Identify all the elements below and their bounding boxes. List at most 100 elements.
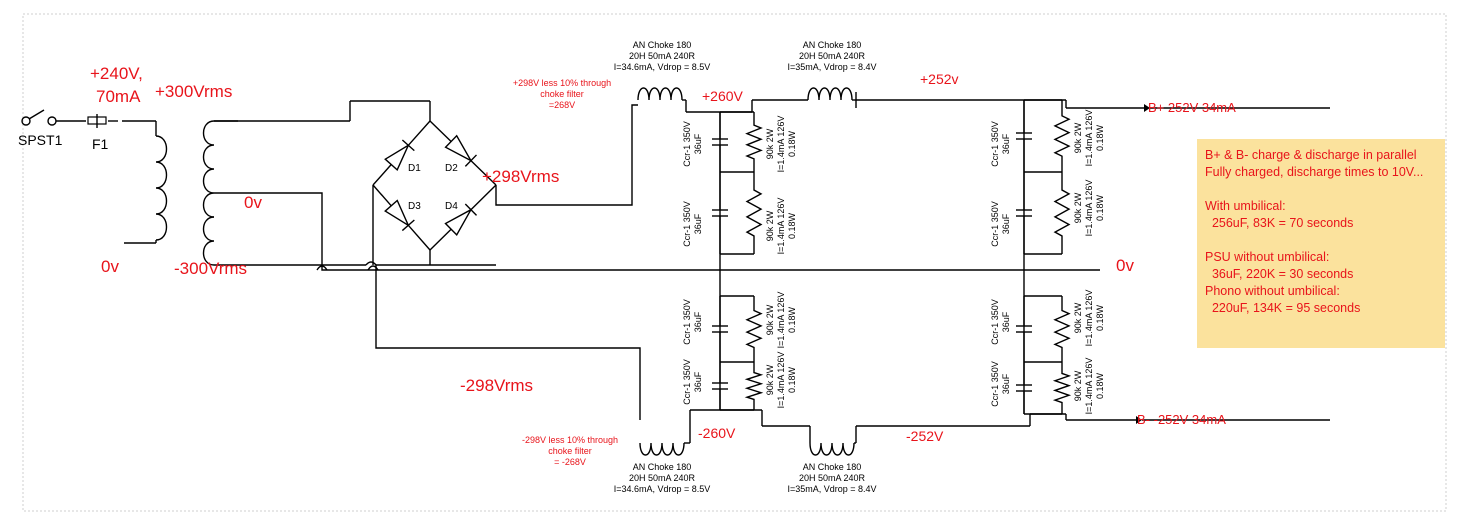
- note-filter-negative-line: choke filter: [548, 446, 592, 456]
- note-line: [1205, 232, 1445, 249]
- label-resistor-line: 0.18W: [787, 366, 797, 393]
- label-secondary-positive: +300Vrms: [155, 82, 232, 101]
- label-mains-current: 70mA: [96, 87, 141, 106]
- switch-spst1: [21, 109, 86, 126]
- label-choke-bottom-1-line: I=34.6mA, Vdrop = 8.5V: [614, 484, 711, 494]
- label-resistor-line: 90k 2W: [765, 128, 775, 159]
- label-choke-bottom-1-line: 20H 50mA 240R: [629, 473, 696, 483]
- label-ground: 0v: [1116, 256, 1134, 275]
- label-secondary-ct: 0v: [244, 193, 262, 212]
- label-choke-top-2-line: I=35mA, Vdrop = 8.4V: [787, 62, 876, 72]
- label-rect-negative: -298Vrms: [460, 376, 533, 395]
- label-choke-top-2-line: AN Choke 180: [803, 40, 862, 50]
- fuse-f1: [87, 114, 157, 136]
- label-capacitor-line: 36uF: [693, 311, 703, 332]
- label-choke-top-1-line: 20H 50mA 240R: [629, 51, 696, 61]
- label-capacitor-line: Ccr-1 350V: [682, 299, 692, 345]
- label-choke-top-1-line: I=34.6mA, Vdrop = 8.5V: [614, 62, 711, 72]
- note-line: 256uF, 83K = 70 seconds: [1205, 216, 1354, 230]
- label-resistor-line: 90k 2W: [765, 364, 775, 395]
- note-line: With umbilical:: [1205, 199, 1286, 213]
- label-choke-top-1-line: AN Choke 180: [633, 40, 692, 50]
- label-primary-0v: 0v: [101, 257, 119, 276]
- note-filter-positive-line: +298V less 10% through: [513, 78, 611, 88]
- label-n-252: -252V: [906, 428, 944, 444]
- label-capacitor-line: Ccr-1 350V: [682, 201, 692, 247]
- bridge-rectifier: [349, 100, 641, 420]
- label-capacitor-line: Ccr-1 350V: [990, 121, 1000, 167]
- label-fuse: F1: [92, 136, 109, 152]
- label-resistor-line: I=1.4mA 126V: [776, 198, 786, 255]
- label-resistor-line: 0.18W: [787, 212, 797, 239]
- filter-bank-neg-1: [712, 270, 764, 411]
- label-resistor-line: I=1.4mA 126V: [776, 352, 786, 409]
- label-bplus-output: B+ 252V 34mA: [1148, 100, 1236, 115]
- label-resistor-line: 0.18W: [787, 306, 797, 333]
- label-resistor-line: 0.18W: [1095, 304, 1105, 331]
- note-line: B+ & B- charge & discharge in parallel: [1205, 148, 1417, 162]
- label-resistor-line: 0.18W: [1095, 372, 1105, 399]
- label-secondary-negative: -300Vrms: [174, 259, 247, 278]
- label-d4: D4: [445, 201, 458, 212]
- label-capacitor-line: Ccr-1 350V: [682, 359, 692, 405]
- label-capacitor-line: 36uF: [1001, 311, 1011, 332]
- note-line: PSU without umbilical:: [1205, 250, 1330, 264]
- label-capacitor-line: 36uF: [693, 133, 703, 154]
- label-resistor-line: I=1.4mA 126V: [1084, 110, 1094, 167]
- label-resistor-line: I=1.4mA 126V: [1084, 358, 1094, 415]
- label-mains-voltage: +240V,: [90, 64, 143, 83]
- label-capacitor-line: Ccr-1 350V: [990, 299, 1000, 345]
- negative-rail: [639, 409, 1330, 456]
- label-bminus-output: B- -252V 34mA: [1137, 412, 1226, 427]
- label-capacitor-line: Ccr-1 350V: [990, 361, 1000, 407]
- label-resistor-line: I=1.4mA 126V: [1084, 290, 1094, 347]
- label-choke-top-2-line: 20H 50mA 240R: [799, 51, 866, 61]
- label-rect-positive: +298Vrms: [482, 167, 559, 186]
- filter-bank-pos-1: [712, 111, 763, 270]
- note-line: Phono without umbilical:: [1205, 284, 1340, 298]
- label-b-260: +260V: [702, 88, 744, 104]
- label-resistor-line: I=1.4mA 126V: [776, 116, 786, 173]
- filter-bank-pos-2: [1016, 99, 1071, 270]
- label-choke-bottom-1-line: AN Choke 180: [633, 462, 692, 472]
- label-resistor-line: I=1.4mA 126V: [776, 292, 786, 349]
- transformer-secondary: [202, 120, 1100, 271]
- label-d3: D3: [408, 201, 421, 212]
- label-capacitor-line: 36uF: [1001, 213, 1011, 234]
- label-n-260: -260V: [698, 425, 736, 441]
- note-filter-negative-line: = -268V: [554, 457, 586, 467]
- label-choke-bottom-2-line: I=35mA, Vdrop = 8.4V: [787, 484, 876, 494]
- label-b-252: +252v: [920, 71, 959, 87]
- label-resistor-line: 90k 2W: [1073, 302, 1083, 333]
- label-d2: D2: [445, 163, 458, 174]
- note-filter-positive-line: choke filter: [540, 89, 584, 99]
- label-capacitor-line: Ccr-1 350V: [682, 121, 692, 167]
- label-capacitor-line: 36uF: [693, 213, 703, 234]
- label-capacitor-line: 36uF: [1001, 133, 1011, 154]
- label-resistor-line: 0.18W: [1095, 124, 1105, 151]
- label-resistor-line: 90k 2W: [1073, 192, 1083, 223]
- label-resistor-line: 90k 2W: [1073, 122, 1083, 153]
- note-line: [1205, 181, 1445, 198]
- label-resistor-line: 0.18W: [787, 130, 797, 157]
- label-capacitor-line: Ccr-1 350V: [990, 201, 1000, 247]
- label-choke-bottom-2-line: AN Choke 180: [803, 462, 862, 472]
- note-line: Fully charged, discharge times to 10V...: [1205, 165, 1424, 179]
- filter-bank-neg-2: [1016, 270, 1072, 415]
- label-resistor-line: 90k 2W: [1073, 370, 1083, 401]
- positive-rail: [637, 87, 1330, 113]
- label-resistor-line: I=1.4mA 126V: [1084, 180, 1094, 237]
- label-resistor-line: 90k 2W: [765, 304, 775, 335]
- crossover-hops: [316, 265, 379, 271]
- note-line: 36uF, 220K = 30 seconds: [1205, 267, 1354, 281]
- label-switch: SPST1: [18, 132, 63, 148]
- label-capacitor-line: 36uF: [693, 371, 703, 392]
- label-resistor-line: 0.18W: [1095, 194, 1105, 221]
- label-choke-bottom-2-line: 20H 50mA 240R: [799, 473, 866, 483]
- note-line: 220uF, 134K = 95 seconds: [1205, 301, 1361, 315]
- label-capacitor-line: 36uF: [1001, 373, 1011, 394]
- note-filter-negative-line: -298V less 10% through: [522, 435, 618, 445]
- label-resistor-line: 90k 2W: [765, 210, 775, 241]
